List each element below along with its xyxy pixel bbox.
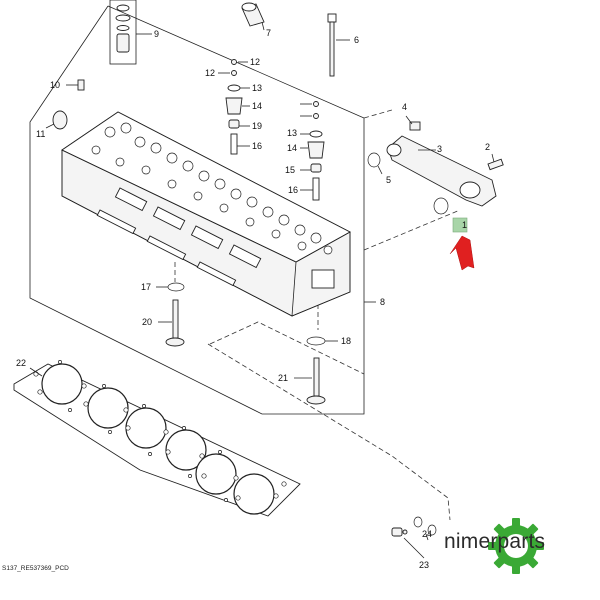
callout-23: 23: [419, 560, 429, 570]
drawing-code: S137_RE537369_PCD: [2, 565, 69, 572]
callout-16-left: 16: [252, 141, 262, 151]
head-gasket: [13, 360, 301, 517]
coolant-manifold: [386, 135, 497, 207]
callout-12-left: 12: [250, 57, 260, 67]
assembly-frame-dashed-top: [363, 109, 393, 119]
callout-5: 5: [386, 175, 391, 185]
callout-13-left: 13: [252, 83, 262, 93]
pin-part-10: [66, 79, 85, 91]
valve-part-21: [294, 357, 326, 405]
valve-seal-part-18: [306, 336, 338, 346]
cylinder-head: [61, 111, 351, 317]
callout-7: 7: [266, 28, 271, 38]
callout-4: 4: [402, 102, 407, 112]
callout-3: 3: [437, 144, 442, 154]
assembly-frame-dashed: [209, 321, 365, 375]
plug-part-11: [45, 110, 68, 130]
callout-20: 20: [142, 317, 152, 327]
callout-10: 10: [50, 80, 60, 90]
bolt-part-6: [327, 13, 350, 77]
brand-name: nimerparts: [444, 530, 546, 553]
callout-8: 8: [380, 297, 385, 307]
valve-train-stack-right: [300, 101, 325, 201]
bolt-part-4: [405, 115, 421, 131]
o-ring-part-5: [367, 152, 383, 175]
gear-logo: [488, 518, 544, 574]
callout-15: 15: [285, 165, 295, 175]
callout-13-right: 13: [287, 128, 297, 138]
o-ring-part-24: [413, 516, 437, 541]
callout-14-left: 14: [252, 101, 262, 111]
head-gasket-bolt-holes: [33, 360, 287, 502]
assembly-frame-dashed-right: [363, 209, 461, 251]
callout-6: 6: [354, 35, 359, 45]
cylinder-head-valve-bosses: [91, 122, 333, 255]
injector-sleeve-group: [109, 0, 152, 65]
callout-1: 1: [462, 220, 467, 230]
callout-19: 19: [252, 121, 262, 131]
callout-21: 21: [278, 373, 288, 383]
o-ring-part-1: [433, 197, 449, 215]
callout-18: 18: [341, 336, 351, 346]
highlight-marker: [452, 217, 468, 233]
valve-train-stack-left: [218, 59, 250, 155]
callout-11: 11: [36, 129, 45, 139]
callout-24: 24: [422, 529, 432, 539]
callout-16-right: 16: [288, 185, 298, 195]
red-pointer-arrow: [449, 235, 475, 271]
callout-17: 17: [141, 282, 151, 292]
callout-22: 22: [16, 358, 26, 368]
callout-2: 2: [485, 142, 490, 152]
callout-12-left-b: 12: [205, 68, 215, 78]
cylinder-head-ports: [96, 187, 262, 287]
callout-9: 9: [154, 29, 159, 39]
valve-seal-part-17: [156, 282, 185, 292]
plug-part-7: [241, 2, 265, 31]
assembly-frame-dashed-lower: [207, 343, 451, 521]
cylinder-head-end-cover: [311, 269, 335, 289]
bolt-part-2: [487, 153, 504, 171]
valve-part-20: [158, 299, 185, 347]
fitting-part-23: [391, 527, 425, 559]
callout-14-right: 14: [287, 143, 297, 153]
